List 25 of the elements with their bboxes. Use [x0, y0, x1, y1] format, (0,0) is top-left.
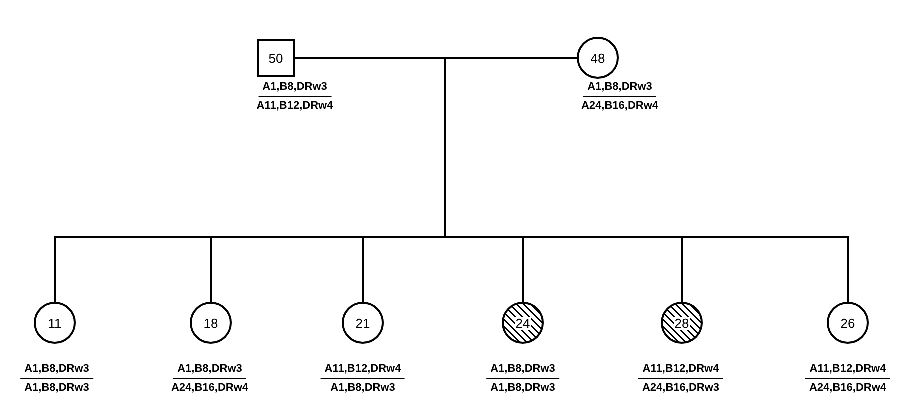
haplotype-label: A24,B16,DRw4 — [808, 381, 888, 395]
haplotype-label: A1,B8,DRw3 — [20, 362, 94, 379]
haplotype-label: A1,B8,DRw3 — [24, 381, 90, 395]
person-number: 18 — [204, 316, 218, 330]
person-number: 50 — [268, 52, 284, 64]
haplotype-label: A11,B12,DRw4 — [638, 362, 724, 379]
haplotype-label: A24,B16,DRw4 — [580, 99, 660, 113]
haplotype-label: A24,B16,DRw3 — [641, 381, 721, 395]
person-number: 28 — [674, 316, 690, 330]
person-number: 26 — [840, 316, 856, 330]
haplotype-label: A11,B12,DRw4 — [320, 362, 406, 379]
haplotype-label: A1,B8,DRw3 — [490, 381, 556, 395]
haplotype-label: A1,B8,DRw3 — [330, 381, 396, 395]
male-square — [257, 39, 295, 77]
haplotype-label: A1,B8,DRw3 — [486, 362, 560, 379]
haplotype-label: A24,B16,DRw4 — [170, 381, 250, 395]
haplotype-label: A11,B12,DRw4 — [806, 362, 890, 379]
person-number: 24 — [514, 316, 532, 330]
person-number: 21 — [356, 316, 370, 330]
person-number: 11 — [48, 316, 62, 330]
haplotype-label: A1,B8,DRw3 — [258, 80, 332, 97]
haplotype-label: A1,B8,DRw3 — [584, 80, 656, 97]
haplotype-label: A1,B8,DRw3 — [174, 362, 246, 379]
person-number: 48 — [590, 52, 606, 64]
haplotype-label: A11,B12,DRw4 — [256, 99, 334, 113]
